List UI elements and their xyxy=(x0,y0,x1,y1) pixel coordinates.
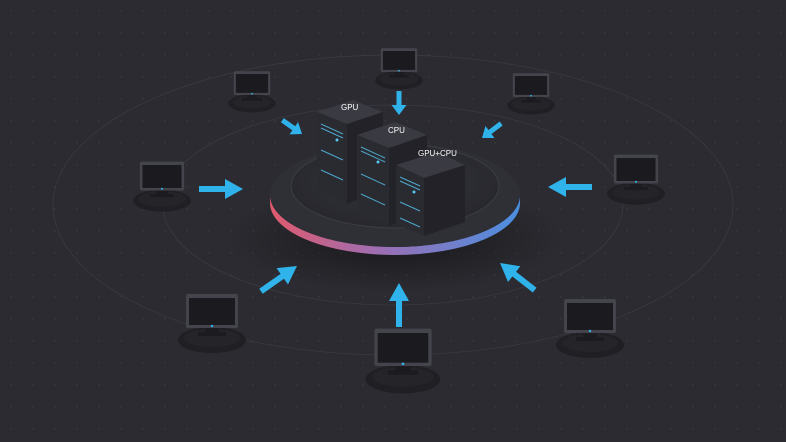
client-computer-bottom-right xyxy=(556,299,624,358)
server-cpu-label: CPU xyxy=(388,126,405,135)
client-computer-left xyxy=(133,161,191,212)
server-gpu-cpu-label: GPU+CPU xyxy=(418,149,457,158)
client-computer-top xyxy=(375,48,423,90)
client-computer-bottom xyxy=(365,328,441,394)
client-computer-top-right xyxy=(507,73,555,115)
server-gpu-cpu: GPU+CPU xyxy=(396,149,465,236)
client-computer-top-left xyxy=(228,71,276,113)
client-computer-bottom-left xyxy=(178,294,246,353)
server-gpu-label: GPU xyxy=(341,103,359,112)
client-computer-right xyxy=(607,154,665,205)
